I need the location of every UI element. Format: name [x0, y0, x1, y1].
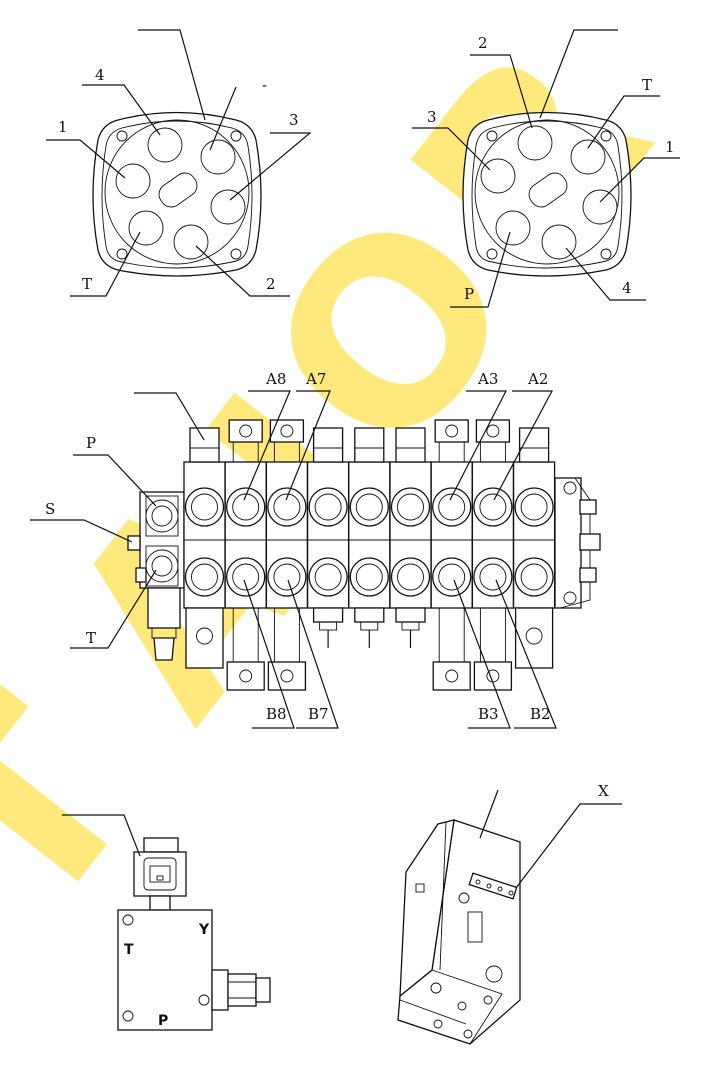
bracket-stem — [438, 607, 465, 663]
bracket-stem — [479, 607, 506, 663]
bracket-stem — [232, 441, 259, 463]
spool-cap — [395, 427, 426, 463]
spool-bracket — [432, 661, 471, 691]
port-a-inner — [355, 493, 383, 521]
label-A7: A7 — [305, 370, 326, 388]
label-port-3: 3 — [427, 108, 437, 126]
label-Y: Y — [198, 922, 210, 938]
label-B8: B8 — [266, 705, 287, 723]
spool-cap — [354, 427, 385, 463]
spool-end — [395, 607, 426, 623]
port-a-inner — [479, 493, 507, 521]
label-A3: A3 — [477, 370, 498, 388]
port-b-inner — [191, 563, 218, 591]
label-port-4: 4 — [622, 279, 632, 297]
label-B3: B3 — [478, 705, 499, 723]
spool-bracket — [434, 419, 469, 443]
label-B7: B7 — [308, 705, 329, 723]
lever-housing — [185, 607, 224, 669]
port-view-right: 2 3 T 1 P 4 — [412, 29, 680, 308]
bracket-hole — [239, 424, 253, 438]
spool-bracket — [473, 661, 513, 691]
valve-bank-leaders: P S T A8 A7 A3 A2 B8 B7 B3 B2 — [30, 370, 557, 729]
label-A8: A8 — [265, 370, 286, 388]
port-view-left: 4 1 - 3 T 2 — [46, 29, 312, 297]
spool-end — [354, 607, 385, 623]
bracket-stem — [438, 441, 465, 463]
spool-cap — [518, 427, 550, 463]
label-A2: A2 — [527, 370, 548, 388]
port-a-inner — [273, 493, 301, 521]
valve-bank — [127, 419, 601, 691]
spool-cap — [312, 427, 344, 463]
lever-pivot — [525, 627, 543, 645]
spool-end — [312, 607, 344, 623]
label-port-1: 1 — [58, 118, 68, 136]
label-P: P — [86, 434, 96, 452]
port-b-inner — [397, 563, 424, 591]
spool-pin-head — [360, 621, 379, 631]
cover-box: X — [397, 782, 622, 1045]
port-a-inner — [314, 493, 342, 521]
label-port-4: 4 — [95, 66, 105, 84]
port-a-inner — [191, 493, 218, 521]
spool-bracket — [226, 661, 265, 691]
bracket-hole — [445, 669, 459, 683]
label-port-2: 2 — [266, 275, 276, 293]
bracket-hole — [445, 424, 459, 438]
label-port-T: T — [82, 275, 92, 293]
spool-bracket — [267, 661, 307, 691]
relief-block: T Y P — [62, 814, 271, 1031]
port-b-inner — [232, 563, 260, 591]
label-T: T — [124, 942, 134, 958]
label-T: T — [86, 629, 96, 647]
bracket-hole — [280, 424, 294, 438]
label-port-1: 1 — [665, 138, 675, 156]
bracket-stem — [273, 441, 300, 463]
lever-housing — [514, 607, 554, 669]
port-b-inner — [314, 563, 342, 591]
spool-bracket — [228, 419, 263, 443]
label-dash: - — [262, 76, 267, 94]
label-B2: B2 — [530, 705, 551, 723]
spool-cap — [189, 427, 220, 463]
label-P: P — [158, 1013, 168, 1029]
port-a-inner — [232, 493, 260, 521]
spool-bracket — [269, 419, 305, 443]
port-b-inner — [479, 563, 507, 591]
port-b-inner — [520, 563, 548, 591]
label-port-P: P — [464, 285, 474, 303]
label-X: X — [598, 782, 609, 800]
port-b-inner — [355, 563, 383, 591]
spool-pin-head — [401, 621, 420, 631]
label-S: S — [45, 500, 55, 518]
label-port-3: 3 — [289, 111, 299, 129]
port-b-inner — [273, 563, 301, 591]
bracket-stem — [479, 441, 506, 463]
bracket-hole — [239, 669, 253, 683]
bracket-hole — [280, 669, 294, 683]
port-b-inner — [438, 563, 466, 591]
bracket-hole — [486, 424, 500, 438]
port-a-inner — [397, 493, 424, 521]
label-port-T: T — [642, 76, 652, 94]
label-port-2: 2 — [478, 34, 488, 52]
lever-pivot — [196, 627, 213, 645]
port-a-inner — [520, 493, 548, 521]
port-a-inner — [438, 493, 466, 521]
